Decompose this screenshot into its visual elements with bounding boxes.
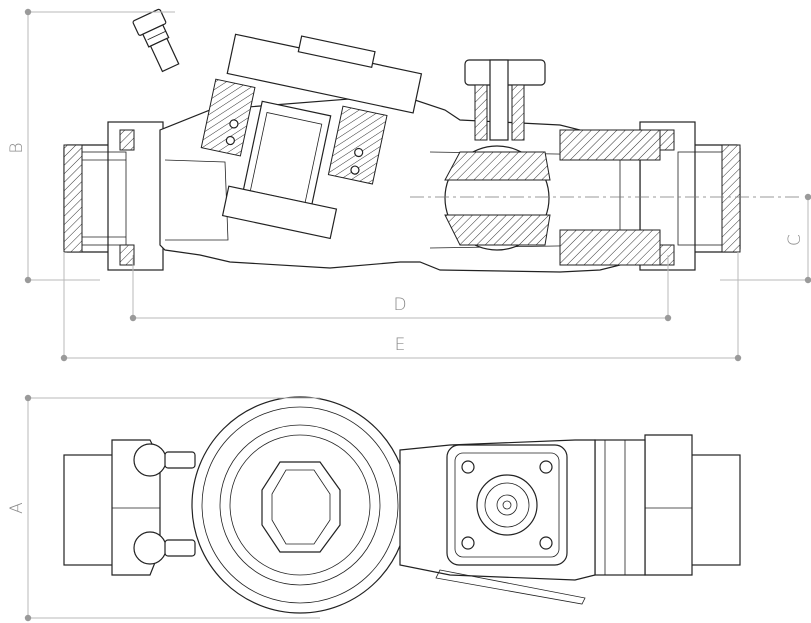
test-ports xyxy=(133,443,196,565)
inlet-connection xyxy=(63,121,164,271)
lever-handle xyxy=(435,569,586,605)
dimension-a: A xyxy=(7,394,320,622)
dimension-e: E xyxy=(60,252,742,362)
side-view xyxy=(63,8,800,273)
top-view xyxy=(63,396,741,614)
check-valve-cartridge xyxy=(200,33,423,240)
dimension-c: C xyxy=(720,193,811,284)
dimension-a-label: A xyxy=(7,502,27,514)
dimension-c-label: C xyxy=(785,234,805,246)
ball-valve xyxy=(444,59,661,266)
dimension-d-label: D xyxy=(393,295,406,315)
cartridge-cover xyxy=(191,396,409,614)
ball-valve-plate xyxy=(446,444,568,566)
dimension-b-label: B xyxy=(7,142,27,153)
test-plug xyxy=(132,8,180,73)
dimension-d: D xyxy=(129,255,672,322)
outlet-union-top xyxy=(594,434,741,576)
dimension-e-label: E xyxy=(395,335,406,355)
